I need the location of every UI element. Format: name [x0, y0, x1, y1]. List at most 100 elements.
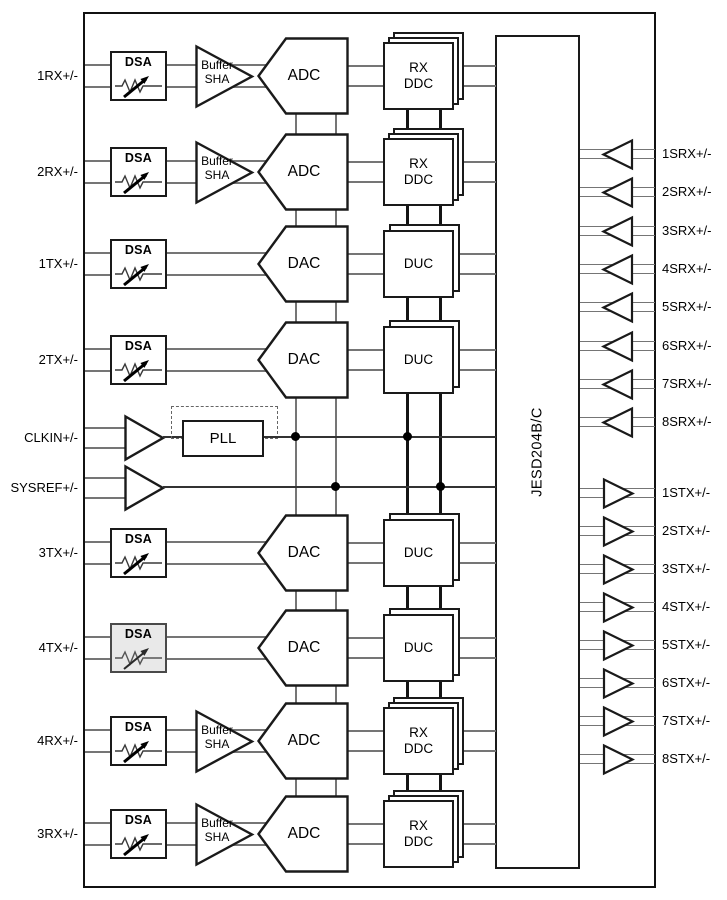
- adc-block-3rx[interactable]: [257, 795, 349, 873]
- stx-lane-triangle-5: [602, 629, 635, 662]
- converter-label-3tx-text: DAC: [287, 544, 321, 561]
- port-label-1tx: 1TX+/-: [38, 256, 78, 271]
- clock-line: [264, 436, 496, 438]
- dsp-block-2tx[interactable]: [383, 326, 454, 394]
- stx-lane-triangle-3: [602, 553, 635, 586]
- dsa-label: DSA: [124, 55, 153, 69]
- dsa-label: DSA: [124, 627, 153, 641]
- srx-lane-triangle-4: [601, 253, 634, 286]
- dsp-label-4tx-text: DUC: [403, 639, 434, 655]
- signal-line-4tx: [85, 658, 111, 660]
- converter-label-3rx: ADC: [262, 824, 346, 843]
- buffer-sha-triangle-2rx[interactable]: [195, 140, 255, 205]
- signal-line-4rx: [347, 750, 384, 752]
- chip-boundary: [83, 12, 656, 888]
- converter-label-1rx: ADC: [262, 66, 346, 85]
- converter-label-4rx-text: ADC: [287, 732, 321, 749]
- signal-line-3tx: [452, 562, 496, 564]
- signal-line-3rx: [347, 823, 384, 825]
- dsa-label: DSA: [124, 813, 153, 827]
- signal-line: [85, 447, 125, 449]
- signal-line-2tx: [85, 370, 111, 372]
- dsp-label-1rx-text: DDC: [403, 76, 434, 91]
- srx-lane-label-6: 6SRX+/-: [662, 338, 712, 353]
- clock-junction-dot: [403, 432, 412, 441]
- dsp-label-2tx-text: DUC: [403, 351, 434, 367]
- clock-distribution-bus: [295, 76, 297, 834]
- dsa-block-2tx[interactable]: DSA: [110, 335, 167, 385]
- signal-line-3rx: [452, 823, 496, 825]
- clock-junction-dot: [291, 432, 300, 441]
- dsa-block-2rx[interactable]: DSA: [110, 147, 167, 197]
- signal-line-2rx: [347, 181, 384, 183]
- dsp-block-3tx[interactable]: [383, 519, 454, 587]
- srx-lane-triangle-2: [601, 176, 634, 209]
- signal-line-2tx: [347, 369, 384, 371]
- converter-label-3tx: DAC: [262, 543, 346, 562]
- dsa-block-1rx[interactable]: DSA: [110, 51, 167, 101]
- dsa-block-3tx[interactable]: DSA: [110, 528, 167, 578]
- dac-block-4tx[interactable]: [257, 609, 349, 687]
- pll-block[interactable]: PLL: [182, 420, 264, 457]
- dsa-label: DSA: [124, 339, 153, 353]
- clkin-buffer-triangle: [124, 414, 166, 462]
- stx-lane-label-8: 8STX+/-: [662, 751, 711, 766]
- sysref-junction-dot: [331, 482, 340, 491]
- dsa-label: DSA: [124, 151, 153, 165]
- dsp-block-1rx[interactable]: [383, 42, 454, 110]
- adc-block-2rx[interactable]: [257, 133, 349, 211]
- jesd-label: JESD204B/C: [529, 407, 546, 497]
- signal-line-2tx: [166, 348, 292, 350]
- srx-lane-label-7: 7SRX+/-: [662, 376, 712, 391]
- signal-line-2rx: [85, 160, 111, 162]
- dac-block-2tx[interactable]: [257, 321, 349, 399]
- dsp-block-2rx[interactable]: [383, 138, 454, 206]
- signal-line: [85, 427, 125, 429]
- dsp-label-2rx-text: RX: [409, 155, 428, 171]
- dsa-block-4tx[interactable]: DSA: [110, 623, 167, 673]
- adc-block-1rx[interactable]: [257, 37, 349, 115]
- dsp-chain-bus-left: [406, 76, 410, 834]
- jesd-interface-block[interactable]: JESD204B/C: [495, 35, 580, 869]
- buffer-sha-triangle-4rx[interactable]: [195, 709, 255, 774]
- dsp-block-3rx[interactable]: [383, 800, 454, 868]
- dsp-block-4rx[interactable]: [383, 707, 454, 775]
- srx-lane-triangle-5: [601, 291, 634, 324]
- srx-lane-label-1: 1SRX+/-: [662, 146, 712, 161]
- dsp-label-2rx-text: DDC: [403, 172, 434, 187]
- sysref-line: [163, 486, 496, 488]
- dac-block-3tx[interactable]: [257, 514, 349, 592]
- converter-label-2tx: DAC: [262, 350, 346, 369]
- signal-line-4tx: [85, 636, 111, 638]
- signal-line-1tx: [452, 253, 496, 255]
- dac-block-1tx[interactable]: [257, 225, 349, 303]
- stx-lane-label-5: 5STX+/-: [662, 637, 711, 652]
- signal-line-4tx: [166, 636, 292, 638]
- signal-line-2rx: [452, 161, 496, 163]
- dsp-block-1tx[interactable]: [383, 230, 454, 298]
- buffer-sha-triangle-3rx[interactable]: [195, 802, 255, 867]
- dsa-block-1tx[interactable]: DSA: [110, 239, 167, 289]
- converter-label-1tx-text: DAC: [287, 255, 321, 272]
- adc-block-4rx[interactable]: [257, 702, 349, 780]
- signal-line-4rx: [452, 730, 496, 732]
- port-label-2tx: 2TX+/-: [38, 352, 78, 367]
- dsa-block-4rx[interactable]: DSA: [110, 716, 167, 766]
- dsa-block-3rx[interactable]: DSA: [110, 809, 167, 859]
- dsa-attenuator-icon: [115, 648, 162, 670]
- srx-lane-triangle-3: [601, 215, 634, 248]
- buffer-sha-triangle-1rx[interactable]: [195, 44, 255, 109]
- stx-lane-label-1: 1STX+/-: [662, 485, 711, 500]
- dsp-label-2tx: DUC: [385, 352, 452, 369]
- stx-lane-triangle-1: [602, 477, 635, 510]
- dsp-label-4rx-text: DDC: [403, 741, 434, 756]
- dsp-block-4tx[interactable]: [383, 614, 454, 682]
- srx-lane-label-4: 4SRX+/-: [662, 261, 712, 276]
- dsp-label-4rx-text: RX: [409, 724, 428, 740]
- dsp-label-3rx-text: RX: [409, 817, 428, 833]
